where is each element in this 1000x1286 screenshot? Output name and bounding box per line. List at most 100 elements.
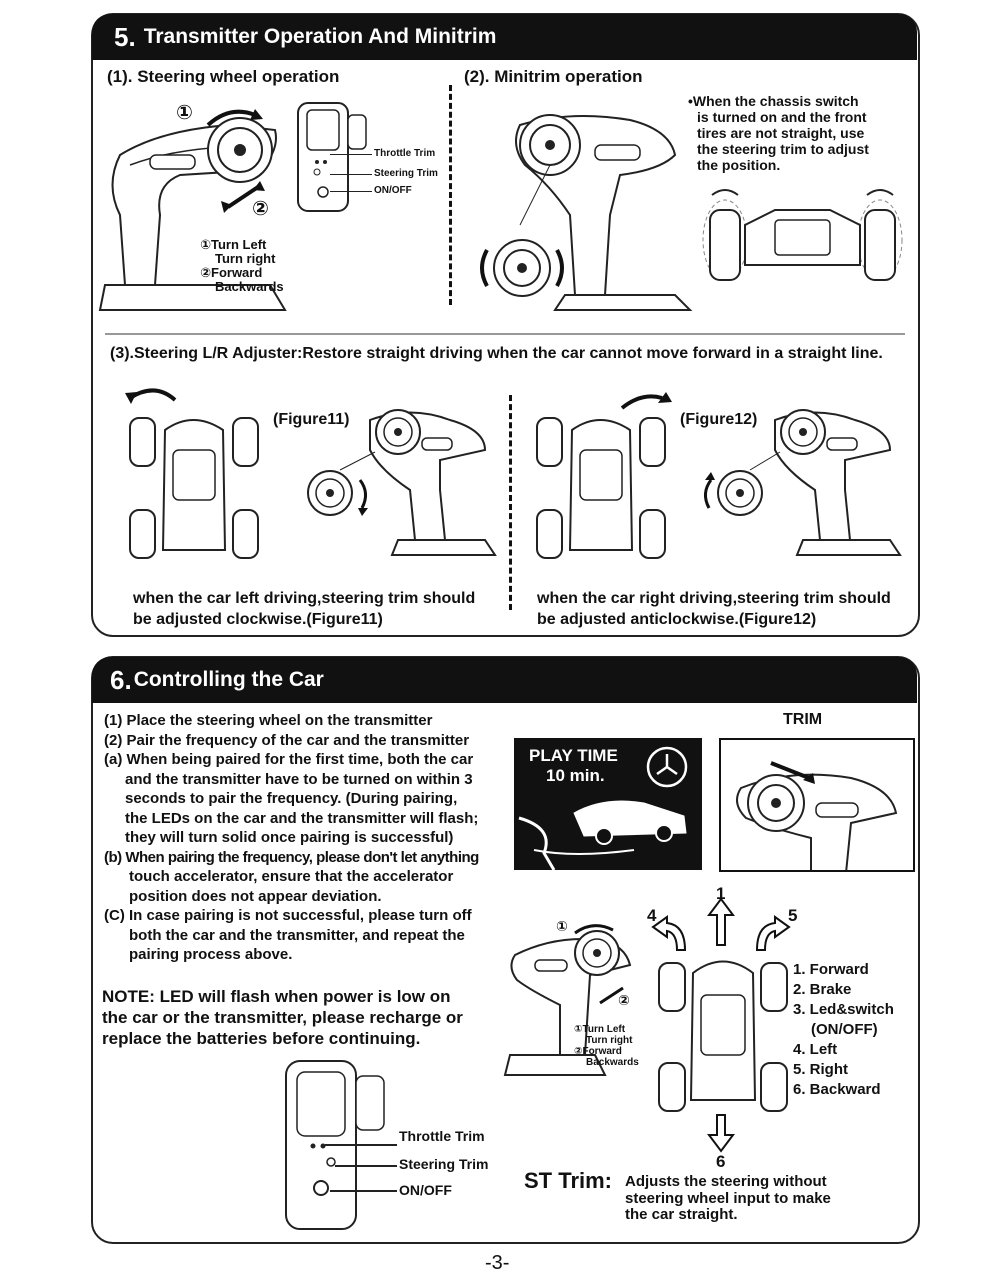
tx-legend-2b: Backwards — [586, 1057, 639, 1068]
st-trim-line: the car straight. — [625, 1206, 738, 1223]
tx-legend-2a: ②Forward — [574, 1046, 622, 1057]
callout-line — [330, 174, 372, 175]
section-6-note: NOTE: LED will flash when power is low o… — [102, 986, 463, 1049]
note-line: the car or the transmitter, please recha… — [102, 1008, 463, 1027]
step-text: touch accelerator, ensure that the accel… — [129, 868, 454, 885]
step-text: position does not appear deviation. — [129, 887, 382, 905]
step-text: the LEDs on the car and the transmitter … — [125, 809, 479, 827]
control-item: (ON/OFF) — [811, 1021, 878, 1038]
step-line: pairing process above. — [104, 945, 504, 965]
minitrim-note-line: is turned on and the front — [697, 109, 867, 125]
step-line: they will turn solid once pairing is suc… — [104, 828, 504, 848]
transmitter-rear-illustration-1 — [297, 102, 367, 212]
control-item: 3. Led&switch — [793, 1001, 894, 1018]
section-5-title: Transmitter Operation And Minitrim — [143, 25, 497, 48]
control-item: 1. Forward — [793, 961, 869, 978]
play-time-line-2: 10 min. — [546, 766, 605, 785]
step-text: and the transmitter have to be turned on… — [125, 770, 473, 788]
st-trim-label: ST Trim: — [524, 1168, 613, 1193]
minitrim-note: •When the chassis switch is turned on an… — [688, 93, 869, 173]
step-text: both the car and the transmitter, and re… — [129, 926, 465, 944]
step-text: When being paired for the first time, bo… — [126, 751, 474, 768]
step-line: (C) In case pairing is not successful, p… — [104, 906, 504, 926]
transmitter-illustration-3 — [503, 924, 632, 1076]
section-6-header: 6. Controlling the Car — [92, 657, 917, 703]
step-text: seconds to pair the frequency. (During p… — [125, 790, 458, 807]
transmitter-illustration-fig12 — [704, 409, 902, 556]
step-line: the LEDs on the car and the transmitter … — [104, 809, 504, 829]
steps-list: (1) Place the steering wheel on the tran… — [104, 711, 504, 965]
caption-right-line: be adjusted anticlockwise.(Figure12) — [537, 611, 817, 628]
step-marker: (1) — [104, 712, 123, 729]
minitrim-note-line: tires are not straight, use — [697, 125, 865, 141]
steering-legend-2a: ②Forward — [200, 265, 263, 280]
tx-circle-2: ② — [618, 992, 630, 1008]
direction-number-1: 1 — [716, 884, 726, 903]
step-line: and the transmitter have to be turned on… — [104, 770, 504, 790]
step-line: seconds to pair the frequency. (During p… — [104, 789, 504, 809]
trim-box — [719, 738, 915, 872]
vertical-divider — [509, 395, 512, 610]
steering-legend-1b: Turn right — [215, 251, 276, 266]
control-item: 6. Backward — [793, 1081, 881, 1098]
steering-legend-1a: ①Turn Left — [200, 237, 267, 252]
transmitter-trim-illustration — [736, 761, 898, 870]
adjuster-heading: (3).Steering L/R Adjuster:Restore straig… — [110, 345, 883, 362]
callout-throttle-trim: Throttle Trim — [374, 148, 436, 159]
section-5-panel — [91, 13, 920, 637]
step-line: (2) Pair the frequency of the car and th… — [104, 731, 504, 751]
minitrim-heading: (2). Minitrim operation — [464, 67, 643, 86]
minitrim-note-line: the steering trim to adjust — [697, 141, 869, 157]
steering-heading: (1). Steering wheel operation — [107, 67, 340, 86]
step-text: Pair the frequency of the car and the tr… — [126, 731, 470, 749]
st-trim-line: Adjusts the steering without — [625, 1173, 827, 1190]
caption-right: when the car right driving,steering trim… — [537, 588, 891, 630]
step-line: both the car and the transmitter, and re… — [104, 926, 504, 946]
transmitter-illustration-2 — [515, 114, 693, 311]
step-line: position does not appear deviation. — [104, 887, 504, 907]
step-marker: (a) — [104, 751, 123, 768]
transmitter-illustration-fig11 — [307, 409, 497, 556]
control-item: 5. Right — [793, 1061, 848, 1078]
controls-list: 1. Forward 2. Brake 3. Led&switch (ON/OF… — [793, 960, 894, 1100]
play-time-line-1: PLAY TIME — [529, 746, 618, 765]
step-marker: (2) — [104, 731, 123, 749]
clock-icon — [646, 746, 688, 788]
steering-circle-2: ② — [252, 198, 269, 220]
callout-line — [330, 154, 372, 155]
step-line: (a) When being paired for the first time… — [104, 750, 504, 770]
steering-circle-1: ① — [176, 102, 193, 124]
step-text: In case pairing is not successful, pleas… — [129, 907, 472, 924]
callout-on-off-2: ON/OFF — [399, 1182, 452, 1198]
callout-line — [335, 1165, 397, 1167]
step-text: When pairing the frequency, please don't… — [125, 848, 479, 866]
step-marker: (b) — [104, 848, 122, 866]
caption-left: when the car left driving,steering trim … — [133, 588, 475, 630]
play-time-box: PLAY TIME 10 min. — [514, 738, 702, 870]
step-line: (b) When pairing the frequency, please d… — [104, 848, 504, 868]
car-top-view-right — [536, 392, 672, 559]
transmitter-rear-illustration-2 — [285, 1060, 385, 1230]
note-line: replace the batteries before continuing. — [102, 1029, 421, 1048]
step-text: pairing process above. — [129, 946, 293, 963]
section-6-title: Controlling the Car — [133, 668, 324, 691]
trim-wheel-rotate — [480, 239, 564, 297]
tx-legend-1a: ①Turn Left — [574, 1024, 626, 1035]
figure12-label: (Figure12) — [680, 411, 758, 428]
st-trim-line: steering wheel input to make — [625, 1189, 831, 1207]
direction-number-6: 6 — [716, 1152, 726, 1171]
steering-legend-2b: Backwards — [215, 279, 284, 294]
caption-right-line: when the car right driving,steering trim… — [537, 590, 891, 607]
car-direction-illustration — [651, 897, 791, 1153]
step-text: they will turn solid once pairing is suc… — [125, 829, 454, 846]
tx-circle-1: ① — [556, 918, 568, 934]
direction-number-4: 4 — [647, 906, 657, 925]
car-drift-illustration — [518, 800, 687, 870]
section-5-header: 5. Transmitter Operation And Minitrim — [92, 14, 917, 60]
callout-on-off: ON/OFF — [374, 185, 412, 196]
caption-left-line: be adjusted clockwise.(Figure11) — [133, 611, 383, 628]
section-6-panel — [91, 656, 920, 1244]
step-marker: (C) — [104, 907, 125, 924]
control-item: 4. Left — [793, 1041, 838, 1058]
page-number: -3- — [485, 1252, 510, 1274]
